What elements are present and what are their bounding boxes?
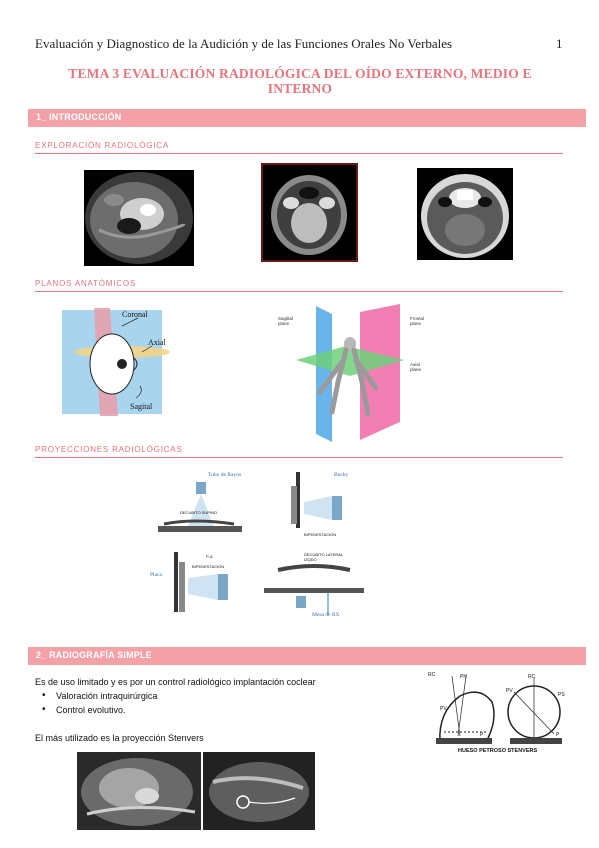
projections-illustration: Tubo de Rayos Bucky DECUBITO SUPINO BIPE… — [144, 466, 372, 618]
body-planes-diagram: Sagittal plane Frontal plane Axial plane — [276, 302, 426, 448]
sagital-label: Sagital — [130, 402, 153, 411]
divider — [35, 153, 563, 154]
diagram-label: PS — [558, 692, 565, 698]
diagram-label: RC — [528, 674, 536, 680]
pa-label: P-A — [206, 554, 213, 559]
section-heading-bar: 2_ RADIOGRAFÍA SIMPLE — [28, 647, 586, 665]
bipedestacion-label: BIPEDESTACION — [304, 532, 337, 537]
diagram-caption: HUESO PETROSO STENVERS — [458, 748, 538, 754]
section-heading: 2_ RADIOGRAFÍA SIMPLE — [36, 650, 152, 660]
subheading-exploracion: EXPLORACIÓN RADIOLÓGICA — [35, 141, 169, 150]
radiograph-image — [84, 170, 194, 266]
tubo-label: Tubo de Rayos — [208, 472, 242, 478]
sagittal-plane-label: Sagittal plane — [278, 316, 294, 326]
list-item: Valoración intraquirúrgica — [42, 690, 157, 701]
divider — [35, 457, 563, 458]
section-heading-bar: 1_ INTRODUCCIÓN — [28, 109, 586, 127]
diagram-label: P — [480, 732, 484, 738]
diagram-label: P — [556, 732, 560, 738]
subheading-planos: PLANOS ANATÓMICOS — [35, 279, 137, 288]
divider — [35, 291, 563, 292]
decubito-supino-label: DECUBITO SUPINO — [180, 510, 218, 515]
mesa-label: Mesa de RX — [312, 612, 340, 618]
bipedestacion-label-2: BIPEDESTACION — [192, 564, 225, 569]
stenvers-radiograph-2 — [203, 752, 315, 830]
diagram-label: PV — [440, 706, 447, 712]
diagram-label: RC — [428, 672, 436, 678]
page-number: 1 — [556, 36, 563, 51]
diagram-label: PH — [460, 674, 467, 680]
note-text: El más utilizado es la proyección Stenve… — [35, 733, 204, 743]
ct-axial-image — [417, 168, 513, 260]
axial-label: Axial — [148, 338, 166, 347]
placa-label: Placa — [150, 572, 162, 578]
running-header: Evaluación y Diagnostico de la Audición … — [35, 36, 453, 51]
mri-axial-image — [261, 163, 358, 262]
list-item: Control evolutivo. — [42, 704, 125, 715]
frontal-plane-label: Frontal plane — [410, 316, 425, 326]
axial-plane-label: Axial plane — [410, 362, 422, 372]
diagram-label: PV — [506, 688, 513, 694]
head-planes-diagram: Coronal Axial Sagital — [52, 306, 180, 418]
coronal-label: Coronal — [122, 310, 148, 319]
decubito-lateral-label: DECUBITO LATERAL IZQDO — [304, 552, 344, 562]
stenvers-radiograph-1 — [77, 752, 201, 830]
subheading-proyecciones: PROYECCIONES RADIOLÓGICAS — [35, 445, 183, 454]
bucky-label: Bucky — [334, 472, 349, 478]
document-title: TEMA 3 EVALUACIÓN RADIOLÓGICA DEL OÍDO E… — [68, 66, 532, 96]
section-heading: 1_ INTRODUCCIÓN — [36, 112, 122, 122]
stenvers-diagram: RC PH PV P RC PV PS P HUESO PETROSO STEN… — [428, 672, 570, 756]
paragraph: Es de uso limitado y es por un control r… — [35, 677, 316, 687]
